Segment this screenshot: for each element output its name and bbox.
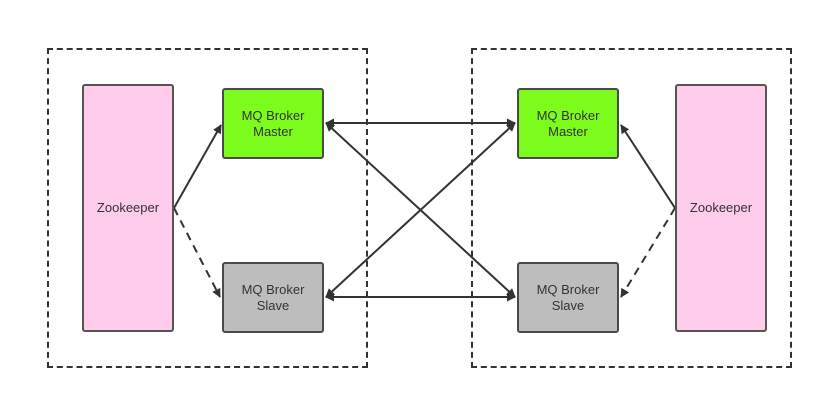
left-zookeeper-node: Zookeeper bbox=[82, 84, 174, 332]
right-broker-slave-node: MQ Broker Slave bbox=[517, 262, 619, 333]
right-broker-master-node: MQ Broker Master bbox=[517, 88, 619, 159]
right-zookeeper-node: Zookeeper bbox=[675, 84, 767, 332]
left-broker-master-node: MQ Broker Master bbox=[222, 88, 324, 159]
left-broker-slave-node: MQ Broker Slave bbox=[222, 262, 324, 333]
